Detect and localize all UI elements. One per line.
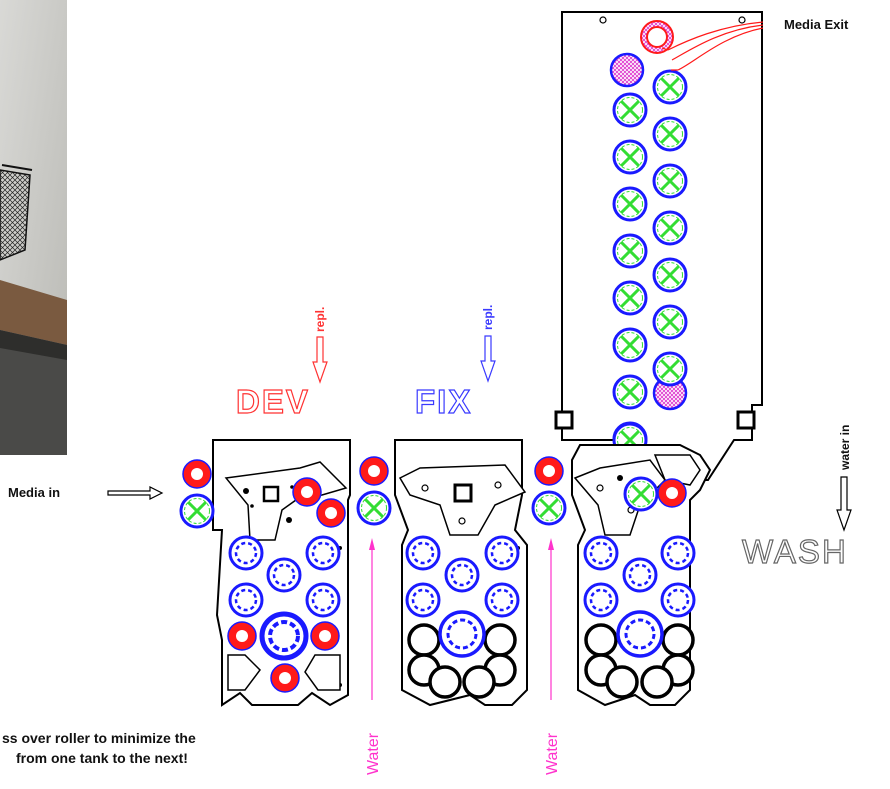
caption: ss over roller to minimize the from one … bbox=[0, 728, 340, 768]
wash-column-roller bbox=[612, 186, 648, 222]
media-in-arrow bbox=[107, 486, 164, 500]
wash-column-roller bbox=[652, 257, 688, 293]
water-in-label: water in bbox=[838, 425, 852, 471]
wash-column bbox=[554, 11, 763, 481]
water-line-1 bbox=[369, 538, 375, 700]
dev-label: DEV bbox=[236, 383, 310, 420]
wash-column-roller bbox=[652, 116, 688, 152]
wash-column-roller bbox=[612, 374, 648, 410]
wash-column-roller bbox=[612, 233, 648, 269]
wash-column-roller bbox=[652, 69, 688, 105]
wash-column-roller bbox=[612, 327, 648, 363]
fix-repl-arrow bbox=[480, 335, 496, 383]
water-in-arrow bbox=[836, 476, 852, 532]
dev-repl-label: repl. bbox=[313, 307, 327, 332]
wash-column-roller bbox=[612, 280, 648, 316]
wash-label: WASH bbox=[742, 533, 848, 570]
media-exit-label: Media Exit bbox=[784, 17, 849, 32]
caption-line-1: ss over roller to minimize the bbox=[2, 730, 196, 746]
wash-column-roller bbox=[612, 92, 648, 128]
wash-column-roller bbox=[652, 163, 688, 199]
wire-basket-photo bbox=[0, 0, 67, 455]
media-exit-arrow bbox=[661, 21, 764, 71]
fix-repl-label: repl. bbox=[481, 305, 495, 330]
wash-column-roller bbox=[612, 139, 648, 175]
wash-column-roller bbox=[652, 304, 688, 340]
fix-label: FIX bbox=[415, 383, 472, 420]
wash-column-roller bbox=[652, 351, 688, 387]
water-label-1: Water bbox=[365, 732, 382, 775]
wash-column-roller bbox=[652, 210, 688, 246]
media-in-label: Media in bbox=[8, 485, 60, 500]
water-line-2 bbox=[548, 538, 554, 700]
dev-repl-arrow bbox=[312, 336, 328, 384]
caption-line-2: from one tank to the next! bbox=[16, 750, 188, 766]
water-label-2: Water bbox=[544, 732, 561, 775]
dev-rollers bbox=[179, 459, 346, 693]
